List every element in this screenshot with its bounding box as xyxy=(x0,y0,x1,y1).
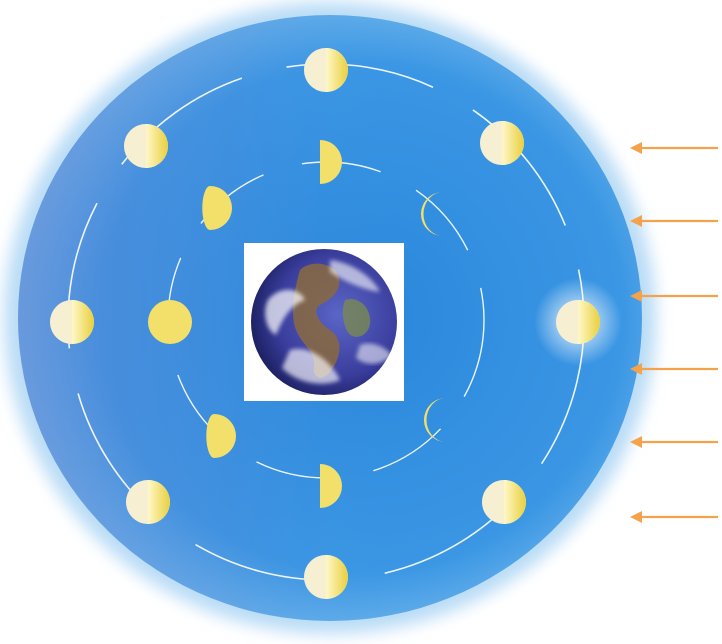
phase-first-quarter xyxy=(320,140,342,184)
phase-waxing-gibbous xyxy=(202,186,232,230)
outer-moon-upper-right xyxy=(480,121,524,165)
outer-orbit-moons xyxy=(50,48,622,599)
sunlight-arrow-icon xyxy=(630,290,718,302)
sunlight-arrow-icon xyxy=(630,363,718,375)
phase-waning-gibbous xyxy=(206,414,236,458)
sunlight-arrow-icon xyxy=(630,436,718,448)
inner-orbit-phases xyxy=(148,140,446,508)
outer-moon-left xyxy=(50,300,94,344)
outer-moon-upper-left xyxy=(124,124,168,168)
outer-moon-bottom xyxy=(304,555,348,599)
sunlight-arrow-icon xyxy=(630,215,718,227)
sunlight-arrows xyxy=(630,142,718,523)
sunlight-arrow-icon xyxy=(630,142,718,154)
phase-full-moon xyxy=(148,300,192,344)
sunlight-arrow-icon xyxy=(630,511,718,523)
phase-last-quarter xyxy=(320,464,342,508)
outer-moon-lower-right xyxy=(482,480,526,524)
earth-globe-icon xyxy=(244,243,404,401)
outer-moon-lower-left xyxy=(126,480,170,524)
outer-moon-right xyxy=(534,278,622,366)
outer-moon-top xyxy=(304,48,348,92)
